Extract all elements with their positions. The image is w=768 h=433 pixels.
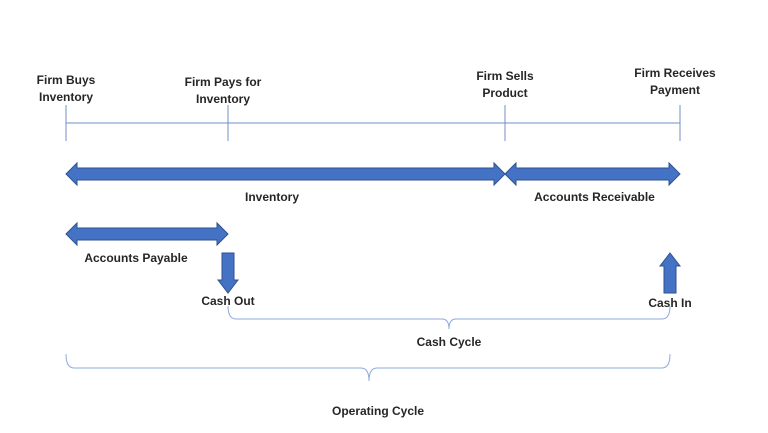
accounts-payable-label: Accounts Payable [84, 251, 188, 265]
milestone-buy-line1: Firm Buys [36, 73, 96, 87]
milestone-pay-line1: Firm Pays for [184, 75, 262, 89]
operating-cycle-brace [65, 353, 671, 382]
accounts-payable-arrow [65, 221, 229, 247]
milestone-pay-line2: Inventory [195, 92, 250, 106]
cash-in-arrow [658, 252, 682, 294]
inventory-arrow [65, 161, 506, 187]
milestone-recv-label: Firm Receives Payment [620, 65, 730, 99]
milestone-recv-line2: Payment [649, 83, 701, 97]
cash-out-arrow [216, 252, 240, 294]
accounts-receivable-label: Accounts Receivable [534, 190, 655, 204]
cash-out-label: Cash Out [201, 294, 255, 308]
cash-cycle-label: Cash Cycle [416, 335, 482, 349]
milestone-recv-line1: Firm Receives [634, 66, 716, 80]
cash-in-label: Cash In [648, 296, 692, 310]
milestone-sell-line2: Product [482, 86, 528, 100]
inventory-label: Inventory [244, 190, 299, 204]
milestone-sell-line1: Firm Sells [476, 69, 534, 83]
operating-cycle-label: Operating Cycle [331, 404, 425, 418]
milestone-pay-label: Firm Pays for Inventory [173, 74, 273, 108]
milestone-buy-line2: Inventory [38, 90, 93, 104]
milestone-sell-label: Firm Sells Product [460, 68, 550, 102]
cash-cycle-brace [227, 305, 671, 330]
accounts-receivable-arrow [504, 161, 681, 187]
milestone-buy-label: Firm Buys Inventory [26, 72, 106, 106]
